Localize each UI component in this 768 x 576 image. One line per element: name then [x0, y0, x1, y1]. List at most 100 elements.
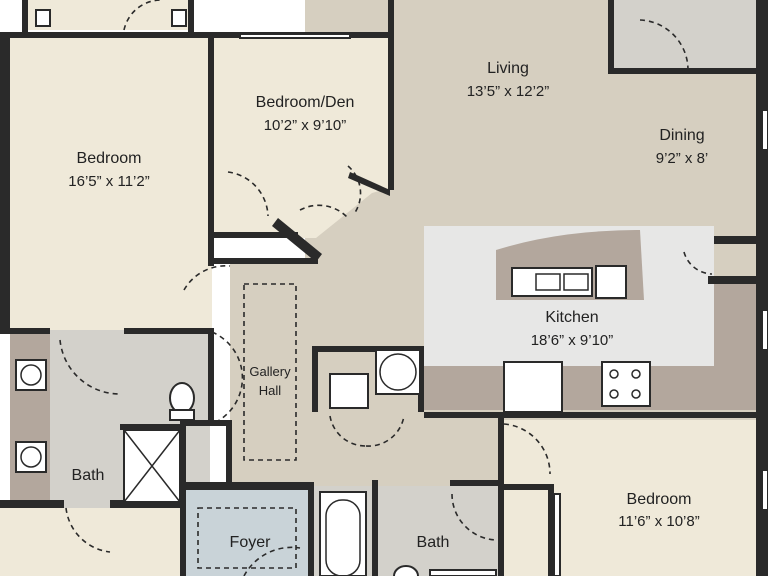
sink-basin-icon	[563, 273, 589, 291]
dryer-drum-icon	[379, 353, 417, 391]
door-swing	[365, 415, 405, 447]
door-swing	[227, 171, 269, 217]
fixtures	[15, 9, 768, 576]
refrigerator	[503, 361, 563, 413]
hall-closet-rod	[243, 283, 297, 461]
island-sink	[511, 267, 593, 297]
bedroom-left-fill	[8, 36, 212, 332]
closet-shelf	[171, 9, 187, 27]
wall	[180, 420, 232, 426]
wall	[312, 346, 318, 412]
room-dims-dining: 9’2” x 8’	[656, 150, 709, 167]
door-swing	[503, 423, 551, 475]
bedroom-right-wardrobe	[553, 493, 561, 576]
room-labels: Bedroom 16’5” x 11’2” Bedroom/Den 10’2” …	[68, 60, 708, 551]
window	[761, 309, 768, 351]
wall	[450, 480, 504, 486]
wall	[120, 424, 184, 430]
wall	[0, 32, 10, 332]
burner-icon	[631, 369, 641, 379]
wall-diagonal	[272, 218, 322, 262]
room-name-bedroom-left: Bedroom	[77, 150, 142, 167]
door-swing	[329, 415, 367, 447]
bedroom-den-fill	[214, 38, 390, 238]
door-swing	[211, 331, 244, 425]
doors	[59, 0, 713, 576]
toilet	[393, 565, 419, 576]
burner-icon	[609, 369, 619, 379]
room-name-bedroom-right: Bedroom	[627, 491, 692, 508]
wall-diagonal	[348, 172, 390, 196]
wall	[188, 0, 194, 32]
room-name-foyer: Foyer	[230, 534, 272, 551]
wall	[214, 258, 318, 264]
sink-basin-icon	[535, 273, 561, 291]
wall	[208, 328, 214, 420]
toilet-tank	[169, 409, 195, 421]
door-swing	[639, 19, 689, 71]
room-name-bedroom-den: Bedroom/Den	[256, 94, 355, 111]
sink-basin-icon	[20, 446, 42, 468]
dryer	[375, 349, 421, 395]
bath-left-lower-fill	[0, 508, 182, 576]
washer	[329, 373, 369, 409]
room-dims-living: 13’5” x 12’2”	[467, 83, 550, 100]
wall	[124, 328, 214, 334]
room-name-gallery-hall-line2: Hall	[259, 383, 282, 398]
room-dims-bedroom-left: 16’5” x 11’2”	[68, 173, 149, 190]
wall	[180, 420, 186, 576]
door-swing	[123, 0, 161, 31]
wall	[548, 484, 554, 576]
wall	[388, 0, 394, 190]
wall	[608, 0, 614, 72]
wall	[424, 412, 758, 418]
wall	[312, 346, 424, 352]
wall	[500, 484, 554, 490]
wall	[608, 68, 762, 74]
range	[601, 361, 651, 407]
foyer-closet-rod	[197, 507, 297, 569]
wall	[308, 482, 314, 576]
bathtub-basin	[325, 499, 361, 576]
room-name-bath-left: Bath	[72, 467, 105, 484]
room-dims-bedroom-den: 10’2” x 9’10”	[264, 117, 347, 134]
wall	[110, 500, 184, 508]
wall	[756, 236, 768, 576]
burner-icon	[631, 389, 641, 399]
room-dims-kitchen: 18’6” x 9’10”	[531, 332, 614, 349]
toilet	[169, 382, 195, 414]
room-name-dining: Dining	[659, 127, 704, 144]
wall	[708, 276, 768, 284]
sink-basin-icon	[20, 364, 42, 386]
wall	[372, 480, 378, 576]
closet-shelf	[35, 9, 51, 27]
kitchen-counter-right	[714, 284, 758, 410]
room-name-kitchen: Kitchen	[545, 309, 598, 326]
window	[761, 469, 768, 511]
wall	[226, 420, 232, 488]
shower-drain-icon	[123, 429, 181, 503]
bath-center-vanity	[429, 569, 497, 576]
foyer-fill	[184, 490, 310, 576]
room-name-bath-center: Bath	[417, 534, 450, 551]
room-dims-bedroom-right: 11’6” x 10’8”	[618, 513, 699, 530]
wall	[180, 482, 314, 490]
wall	[0, 32, 214, 38]
door-swing	[183, 265, 231, 291]
burner-icon	[609, 389, 619, 399]
wall	[22, 0, 28, 32]
wall	[714, 236, 768, 244]
wall	[498, 412, 504, 576]
door-swing	[59, 339, 121, 395]
wall	[0, 500, 64, 508]
wall	[208, 32, 214, 266]
room-name-gallery-hall-line1: Gallery	[249, 364, 291, 379]
bathtub	[319, 491, 367, 576]
room-name-living: Living	[487, 60, 529, 77]
door-swing	[347, 165, 362, 215]
dishwasher	[595, 265, 627, 299]
door-swing	[299, 204, 349, 219]
kitchen-counter-bottom	[424, 366, 758, 410]
